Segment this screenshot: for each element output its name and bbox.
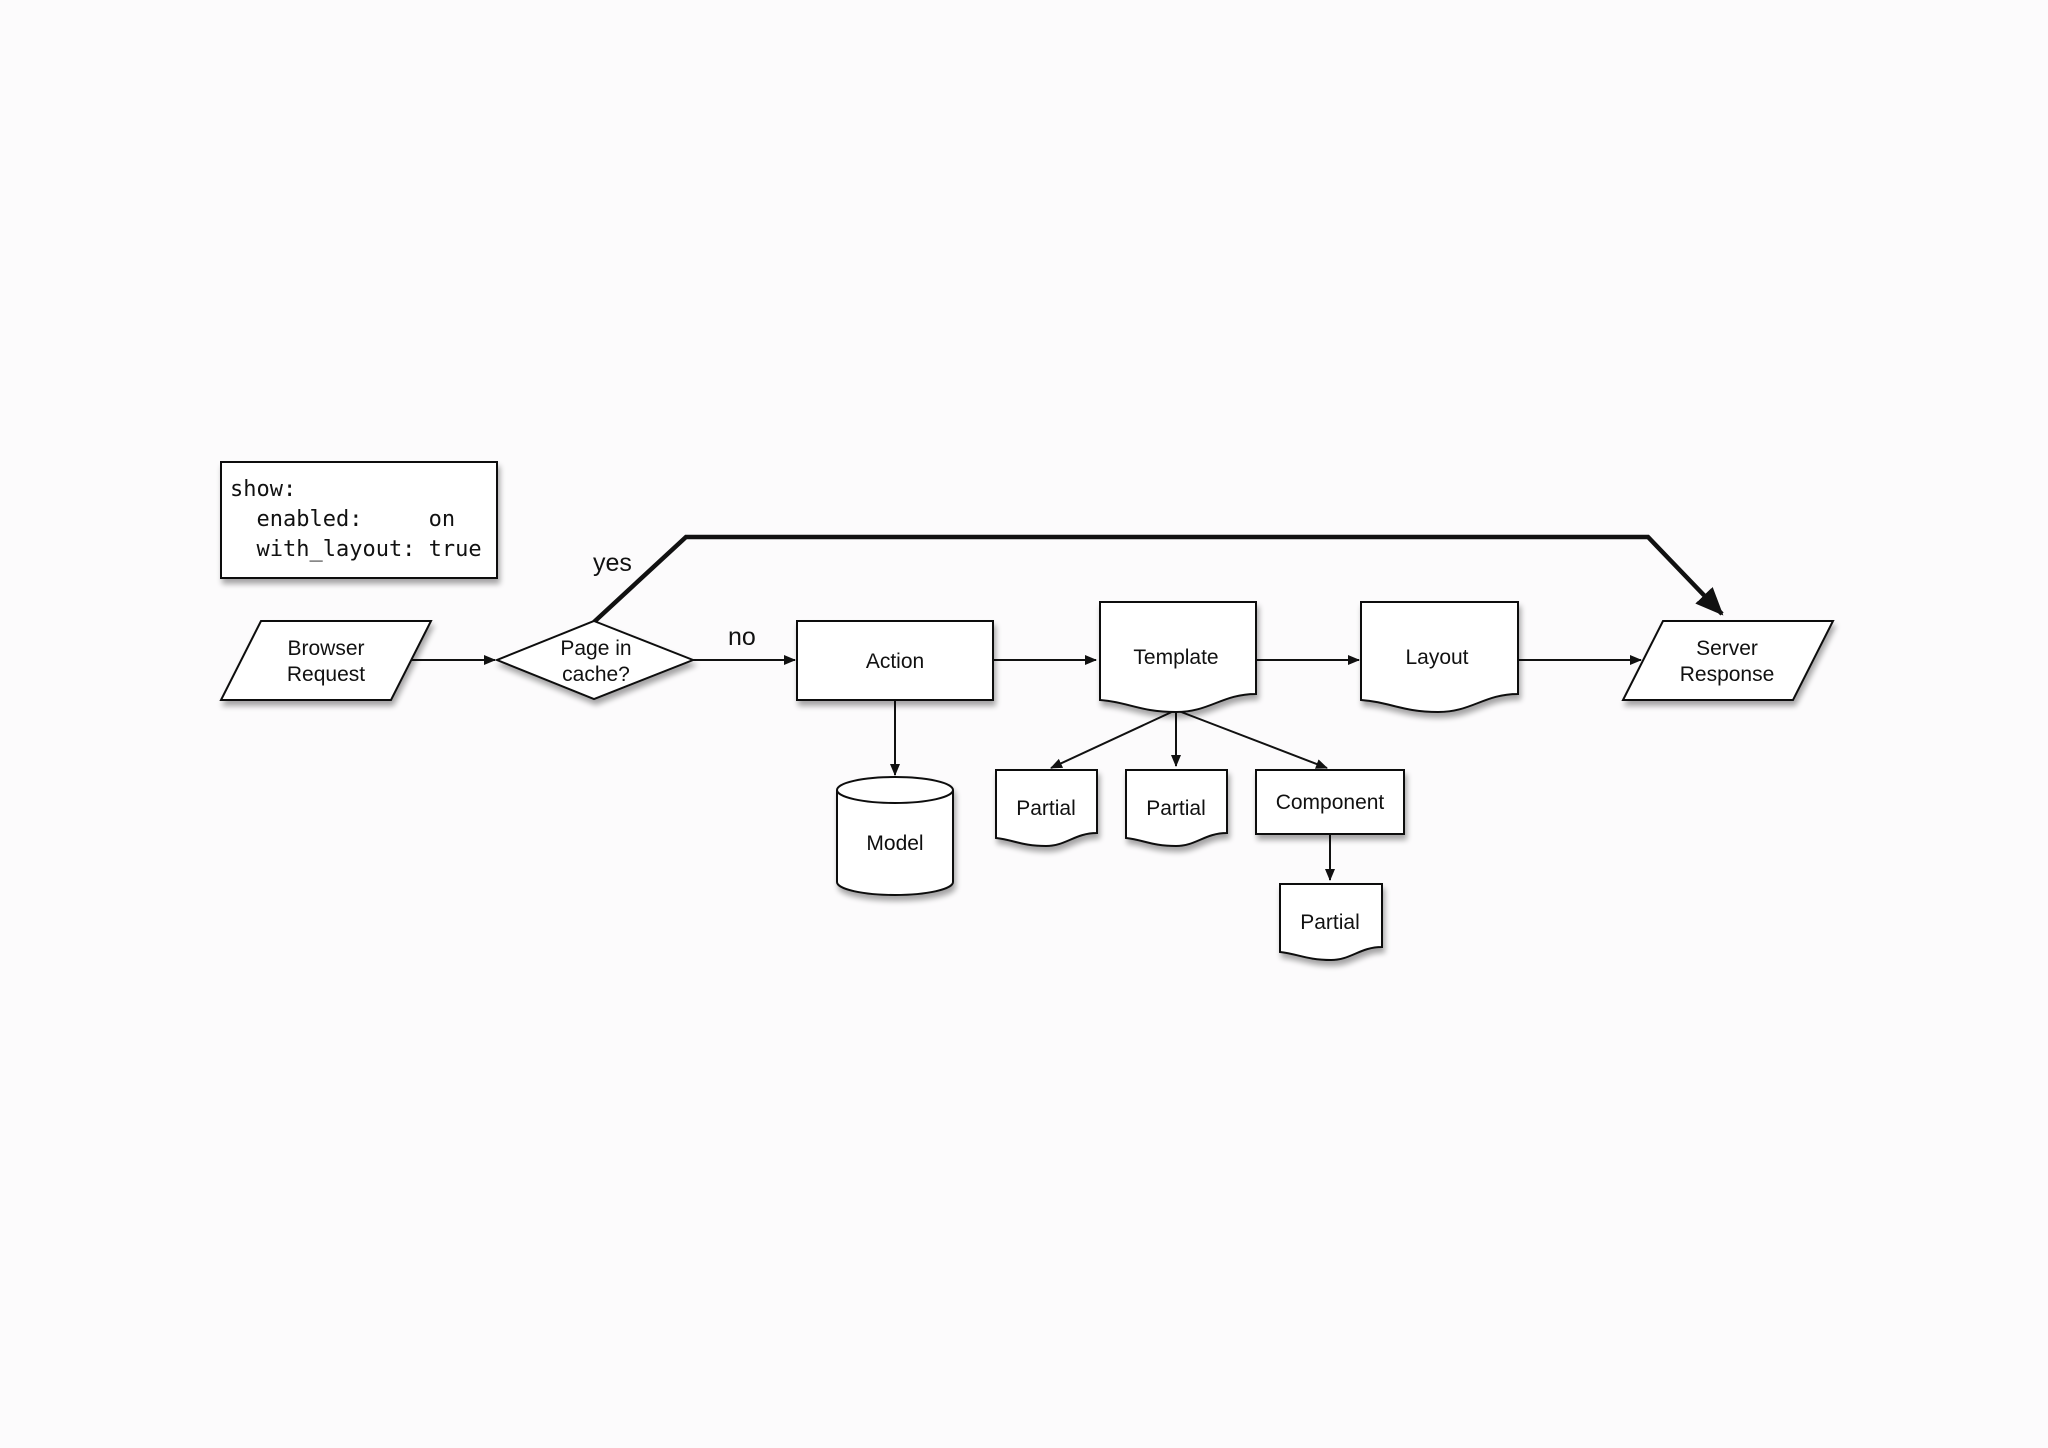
edge-template-to-component: [1175, 709, 1328, 769]
node-page-in-cache-decision: Page in cache?: [494, 619, 696, 701]
partial-1-label: Partial: [1016, 797, 1076, 820]
browser-request-label-line-2: Request: [287, 663, 365, 686]
action-label: Action: [866, 650, 924, 673]
edges: [411, 534, 1724, 881]
template-label: Template: [1133, 646, 1218, 669]
server-response-label-line-2: Response: [1680, 663, 1775, 686]
cache-config-box: show: enabled: on with_layout: true: [220, 461, 498, 579]
decision-label-line-2: cache?: [562, 663, 630, 686]
browser-request-label-line-1: Browser: [287, 637, 364, 660]
node-model-database: Model: [836, 776, 954, 896]
model-label: Model: [866, 832, 923, 855]
layout-label: Layout: [1405, 646, 1468, 669]
node-component: Component: [1255, 769, 1405, 835]
node-partial-1: Partial: [995, 769, 1098, 848]
edge-label-no: no: [728, 623, 756, 651]
config-line-enabled: enabled: on: [230, 507, 455, 532]
node-partial-2: Partial: [1125, 769, 1228, 848]
edge-decision-to-response-yes: [592, 534, 1724, 624]
config-line-show: show:: [230, 477, 296, 502]
partial-3-label: Partial: [1300, 911, 1360, 934]
node-template: Template: [1099, 601, 1257, 714]
config-line-with-layout: with_layout: true: [230, 537, 482, 562]
decision-label-line-1: Page in: [560, 637, 631, 660]
server-response-label-line-1: Server: [1696, 637, 1758, 660]
edge-template-to-partial-1: [1050, 709, 1177, 769]
node-layout: Layout: [1360, 601, 1519, 714]
node-partial-3: Partial: [1279, 883, 1383, 962]
node-action: Action: [796, 620, 994, 701]
node-server-response: Server Response: [1621, 620, 1835, 701]
node-browser-request: Browser Request: [219, 620, 433, 701]
component-label: Component: [1276, 791, 1385, 814]
edge-label-yes: yes: [593, 549, 632, 577]
partial-2-label: Partial: [1146, 797, 1206, 820]
